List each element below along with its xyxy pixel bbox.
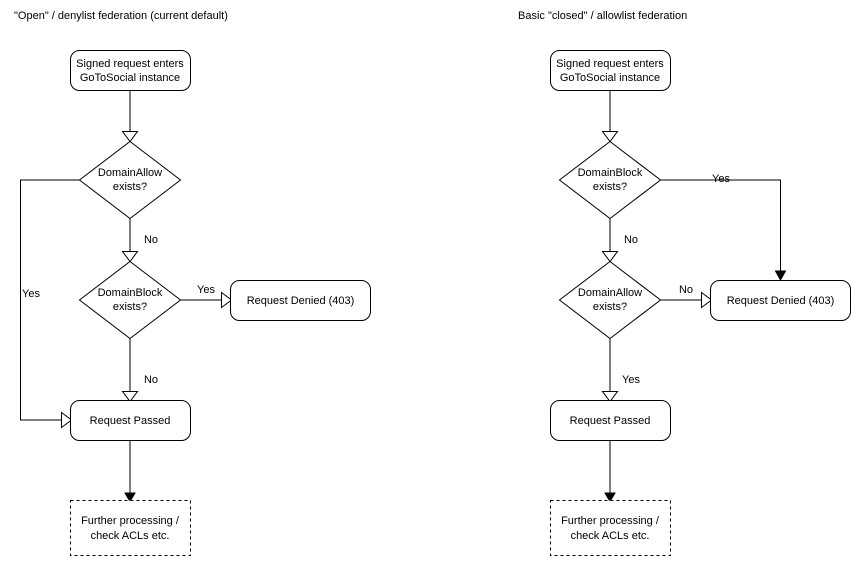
edge-label-domainallow-no-right: No <box>679 284 693 296</box>
request-denied-label: Request Denied (403) <box>247 295 355 307</box>
domainallow-label-line1: DomainAllow <box>98 167 162 179</box>
edge-passed-to-further-left <box>124 440 136 503</box>
further-processing-label-line2-right: check ACLs etc. <box>571 530 650 542</box>
edge-entry-to-domainblock-right <box>601 90 619 143</box>
edge-domainallow-yes-to-passed-right: Yes <box>601 338 640 403</box>
request-denied-box-shape[interactable] <box>230 280 371 321</box>
entry-label-line1: Signed request enters <box>76 58 184 70</box>
edge-label-domainblock-yes-right: Yes <box>712 173 730 185</box>
node-request-passed-right[interactable]: Request Passed <box>550 400 671 441</box>
edge-label-domainallow-yes: Yes <box>22 288 40 300</box>
request-passed-label-right: Request Passed <box>570 415 651 427</box>
further-processing-box-shape-right[interactable] <box>550 500 671 556</box>
node-decision-domainallow-left[interactable]: DomainAllow exists? <box>78 140 182 220</box>
edge-entry-to-domainallow <box>121 90 139 143</box>
edge-label-domainallow-no: No <box>144 234 158 246</box>
edge-label-domainblock-no: No <box>144 374 158 386</box>
domainallow-label-line1-right: DomainAllow <box>578 287 642 299</box>
domainallow-label-line2-right: exists? <box>593 301 627 313</box>
edge-domainallow-no-to-domainblock: No <box>121 218 158 263</box>
entry-label-line2-right: GoToSocial instance <box>560 72 660 84</box>
node-further-processing-left[interactable]: Further processing / check ACLs etc. <box>70 500 191 556</box>
further-processing-box-shape[interactable] <box>70 500 191 556</box>
entry-box-shape-right[interactable] <box>550 50 671 91</box>
node-request-passed-left[interactable]: Request Passed <box>70 400 191 441</box>
edge-label-domainblock-yes: Yes <box>197 284 215 296</box>
edge-domainblock-yes-to-denied: Yes <box>180 284 233 309</box>
node-entry-left[interactable]: Signed request enters GoToSocial instanc… <box>70 50 191 91</box>
domainblock-label-line2: exists? <box>113 301 147 313</box>
panel-open-federation: "Open" / denylist federation (current de… <box>14 10 371 556</box>
edge-label-domainblock-no-right: No <box>624 234 638 246</box>
entry-label-line1-right: Signed request enters <box>556 58 664 70</box>
edge-domainallow-no-to-denied-right: No <box>660 284 713 309</box>
node-further-processing-right[interactable]: Further processing / check ACLs etc. <box>550 500 671 556</box>
edge-domainblock-no-to-domainallow-right: No <box>601 218 638 263</box>
node-decision-domainblock-right[interactable]: DomainBlock exists? <box>558 140 662 220</box>
entry-label-line2: GoToSocial instance <box>80 72 180 84</box>
domainblock-label-line1: DomainBlock <box>98 287 163 299</box>
entry-box-shape[interactable] <box>70 50 191 91</box>
node-entry-right[interactable]: Signed request enters GoToSocial instanc… <box>550 50 671 91</box>
node-decision-domainblock-left[interactable]: DomainBlock exists? <box>78 260 182 340</box>
further-processing-label-line1: Further processing / <box>81 515 180 527</box>
node-request-denied-left[interactable]: Request Denied (403) <box>230 280 371 321</box>
edge-domainblock-yes-to-denied-right: Yes <box>660 173 787 282</box>
further-processing-label-line2: check ACLs etc. <box>91 530 170 542</box>
domainblock-label-line2-right: exists? <box>593 181 627 193</box>
domainallow-label-line2: exists? <box>113 181 147 193</box>
request-denied-label-right: Request Denied (403) <box>727 295 835 307</box>
panel-title-open: "Open" / denylist federation (current de… <box>14 10 228 22</box>
edge-domainblock-no-to-passed: No <box>121 338 158 403</box>
further-processing-label-line1-right: Further processing / <box>561 515 660 527</box>
panel-closed-federation: Basic "closed" / allowlist federation Si… <box>518 10 851 556</box>
edge-label-domainallow-yes-right: Yes <box>622 374 640 386</box>
edge-domainallow-yes-to-passed: Yes <box>20 179 80 429</box>
node-decision-domainallow-right[interactable]: DomainAllow exists? <box>558 260 662 340</box>
domainblock-label-line1-right: DomainBlock <box>578 167 643 179</box>
panel-title-closed: Basic "closed" / allowlist federation <box>518 10 687 22</box>
edge-passed-to-further-right <box>604 440 616 503</box>
node-request-denied-right[interactable]: Request Denied (403) <box>710 280 851 321</box>
request-passed-label: Request Passed <box>90 415 171 427</box>
